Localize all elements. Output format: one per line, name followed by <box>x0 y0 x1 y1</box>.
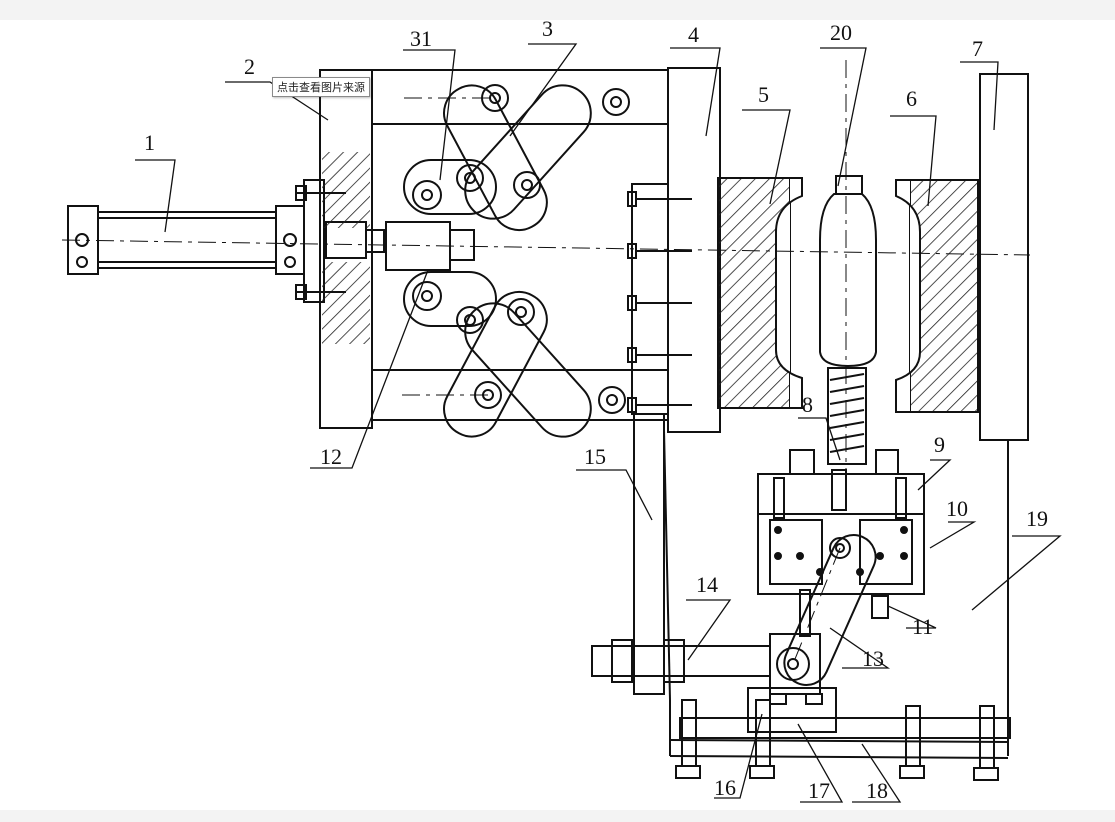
ejector-block-9-10 <box>757 449 925 619</box>
moving-plate-4 <box>627 67 721 433</box>
diagram-canvas <box>0 20 1115 810</box>
label-12: 12 <box>320 444 342 469</box>
label-15: 15 <box>584 444 606 469</box>
label-13: 13 <box>862 646 884 671</box>
tie-bars <box>372 69 668 421</box>
label-10: 10 <box>946 496 968 521</box>
label-18: 18 <box>866 778 888 803</box>
bottle-preform-20 <box>819 175 877 465</box>
label-5: 5 <box>758 82 769 107</box>
label-20: 20 <box>830 20 852 45</box>
mould-half-5 <box>717 177 803 409</box>
fixed-plate-7 <box>979 73 1029 756</box>
centre-lines <box>61 60 1031 665</box>
fixed-plate-2 <box>295 69 373 429</box>
label-4: 4 <box>688 22 699 47</box>
leader-lines <box>135 43 1062 803</box>
part-labels: 1 2 3 31 4 5 6 7 20 8 9 10 19 11 13 14 1… <box>144 16 1048 803</box>
label-9: 9 <box>934 432 945 457</box>
drive-link-13-14 <box>591 534 877 695</box>
top-strip <box>0 0 1115 20</box>
label-16: 16 <box>714 775 736 800</box>
toggle-links <box>385 84 630 438</box>
label-7: 7 <box>972 36 983 61</box>
connecting-rod-15 <box>633 413 671 756</box>
label-6: 6 <box>906 86 917 111</box>
mould-half-6 <box>895 179 979 413</box>
bottom-strip <box>0 810 1115 822</box>
label-31: 31 <box>410 26 432 51</box>
label-8: 8 <box>802 392 813 417</box>
label-11: 11 <box>912 614 933 639</box>
label-14: 14 <box>696 572 718 597</box>
base-frame-16-17-18 <box>669 687 1011 781</box>
label-1: 1 <box>144 130 155 155</box>
image-source-tooltip[interactable]: 点击查看图片来源 <box>272 77 370 97</box>
label-2: 2 <box>244 54 255 79</box>
label-17: 17 <box>808 778 830 803</box>
label-3: 3 <box>542 16 553 41</box>
label-19: 19 <box>1026 506 1048 531</box>
